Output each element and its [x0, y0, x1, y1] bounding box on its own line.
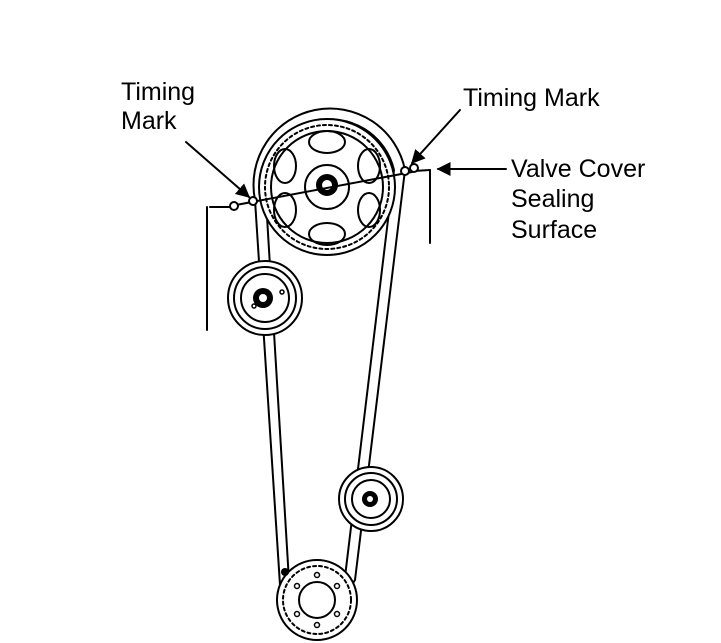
timing-mark-left-label-line1: Timing: [121, 78, 195, 106]
timing-mark-dots: [229, 163, 419, 211]
timing-mark-right-arrow: [411, 109, 461, 165]
idler-pulley: [227, 260, 303, 336]
crankshaft-sprocket: [276, 559, 358, 641]
labels: Timing Mark Timing Mark Valve Cover Seal…: [121, 78, 645, 244]
valve-cover-label-line2: Sealing: [511, 185, 594, 213]
leader-arrows: [185, 109, 507, 198]
timing-mark-left-label-line2: Mark: [121, 107, 177, 135]
valve-cover-label-line1: Valve Cover: [511, 155, 645, 183]
valve-cover-label-line3: Surface: [511, 216, 597, 244]
tensioner-pulley: [338, 466, 404, 532]
valve-cover-sealing-surface-lines: [206, 169, 431, 331]
sprocket-windows: [273, 130, 381, 246]
timing-mark-right-label: Timing Mark: [463, 84, 600, 112]
timing-mark-left-arrow: [185, 141, 251, 198]
